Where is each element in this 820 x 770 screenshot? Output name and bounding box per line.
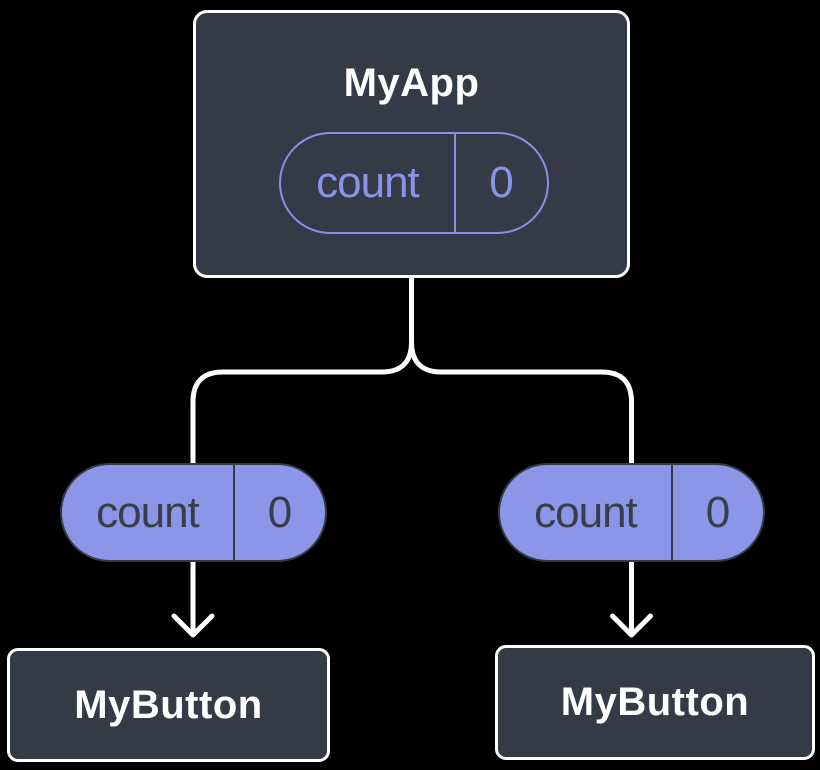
arrow-left-head-icon	[171, 613, 215, 638]
mybutton-right-title: MyButton	[560, 680, 750, 724]
child-left-state-pill: count 0	[60, 463, 327, 562]
child-right-state-pill: count 0	[498, 463, 765, 562]
mybutton-node-left: MyButton	[7, 648, 330, 762]
child-left-state-name: count	[62, 465, 235, 560]
myapp-title: MyApp	[343, 61, 480, 105]
branch-left-line	[190, 341, 414, 466]
root-state-name: count	[281, 134, 456, 232]
child-right-state-name: count	[500, 465, 673, 560]
myapp-node: MyApp count 0	[193, 10, 630, 278]
child-left-state-value: 0	[267, 487, 293, 537]
root-state-pill: count 0	[279, 132, 549, 234]
arrow-right-head-icon	[610, 613, 653, 638]
mybutton-node-right: MyButton	[495, 645, 815, 760]
root-state-value: 0	[489, 158, 514, 207]
child-right-state-value: 0	[705, 487, 731, 537]
mybutton-left-title: MyButton	[74, 682, 263, 727]
branch-right-line	[409, 341, 634, 466]
